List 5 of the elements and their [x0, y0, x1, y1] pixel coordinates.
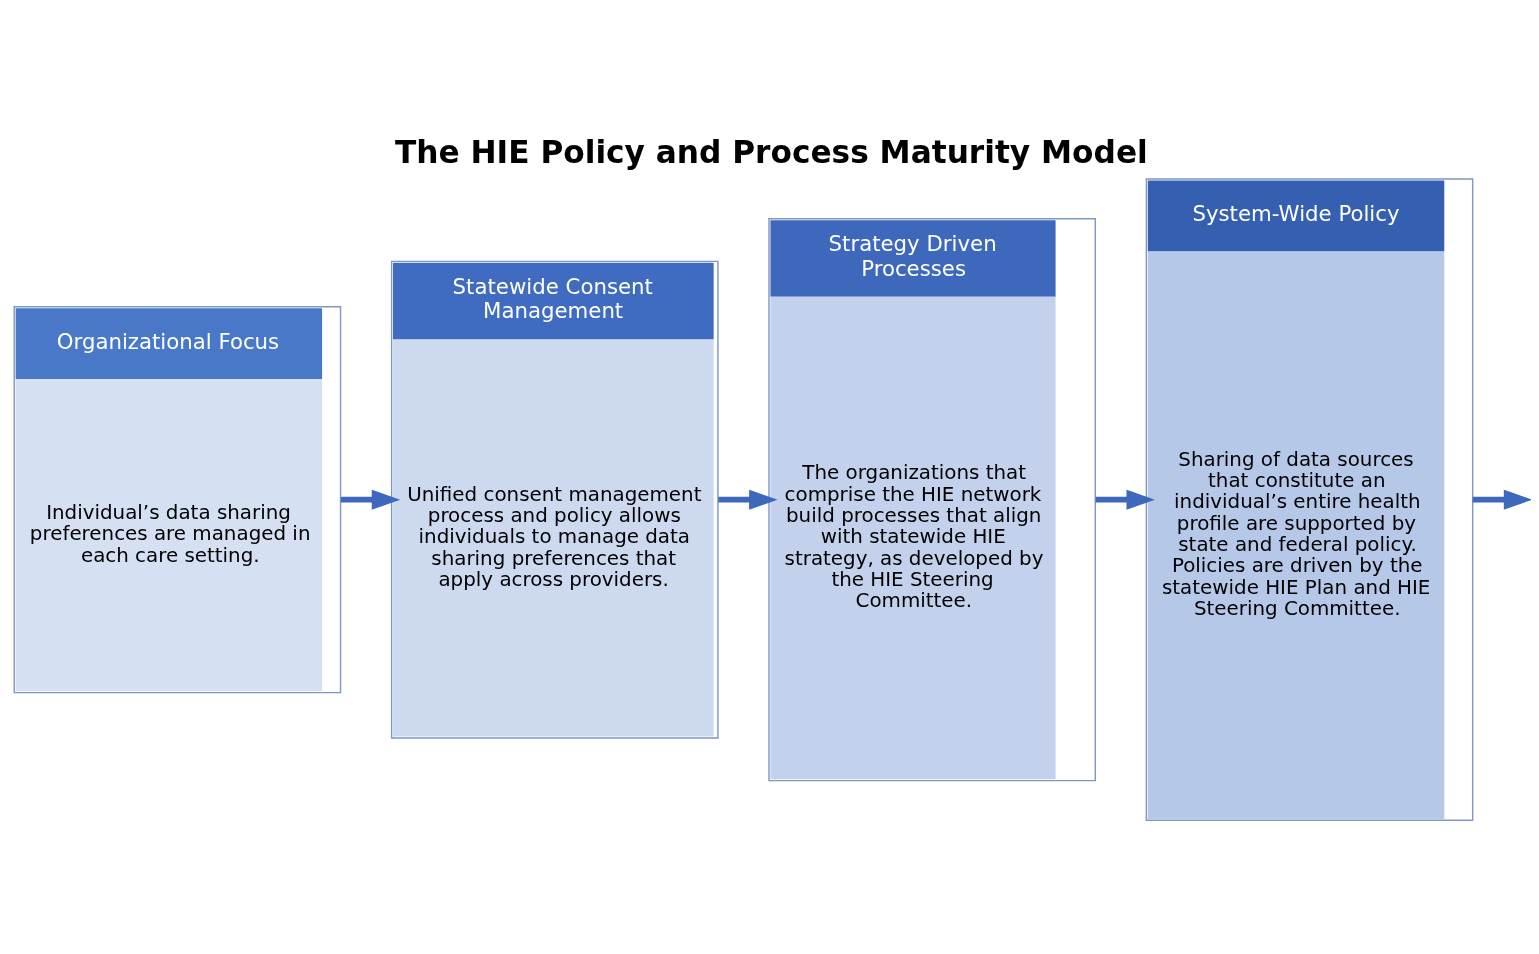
arrow — [1095, 489, 1155, 510]
diagram-title: The HIE Policy and Process Maturity Model — [394, 133, 1148, 170]
arrow — [1472, 489, 1531, 510]
arrow — [718, 489, 778, 510]
arrow — [340, 489, 401, 510]
